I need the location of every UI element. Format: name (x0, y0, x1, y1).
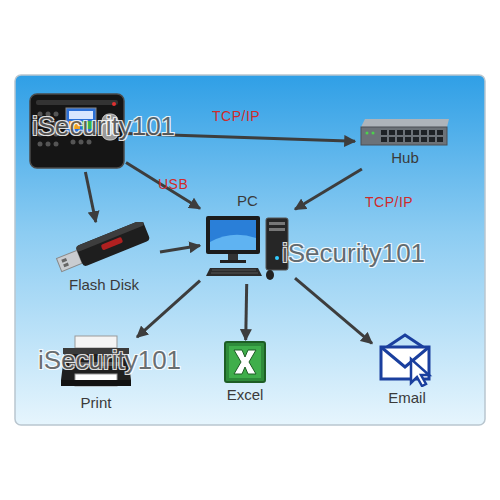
node-label: Excel (227, 386, 264, 404)
icon-holder (202, 212, 294, 282)
connection-label: TCP/IP (212, 108, 260, 124)
arrow-connector (295, 169, 362, 209)
arrow-connector (246, 284, 247, 340)
excel-node: Excel (215, 340, 275, 412)
node-label: PC (237, 192, 258, 210)
desktop-computer (202, 212, 294, 282)
flash-disk-node: Flash Disk (48, 222, 160, 300)
arrow-connector (126, 163, 200, 209)
node-label: Email (388, 389, 426, 407)
email-node: Email (372, 333, 442, 413)
watermark: iSecurity101 (32, 111, 175, 142)
icon-holder (359, 117, 451, 147)
arrow-connector (295, 278, 372, 343)
watermark: iSecurity101 (282, 238, 425, 269)
icon-holder (52, 222, 156, 274)
network-hub (359, 117, 451, 147)
connection-label: USB (158, 176, 188, 192)
email-envelope (377, 333, 437, 387)
watermark: iSecurity101 (38, 345, 181, 376)
arrow-connector (85, 172, 95, 222)
icon-holder (377, 333, 437, 387)
connection-label: TCP/IP (365, 194, 413, 210)
node-label: Print (81, 394, 112, 412)
usb-flash-drive (52, 222, 156, 274)
node-label: Flash Disk (69, 276, 139, 294)
pc-node: PC (200, 192, 295, 284)
arrow-connector (160, 246, 200, 252)
node-label: Hub (391, 149, 419, 167)
spreadsheet-icon (223, 340, 267, 384)
hub-node: Hub (355, 117, 455, 169)
arrow-connector (137, 281, 200, 338)
icon-holder (223, 340, 267, 384)
